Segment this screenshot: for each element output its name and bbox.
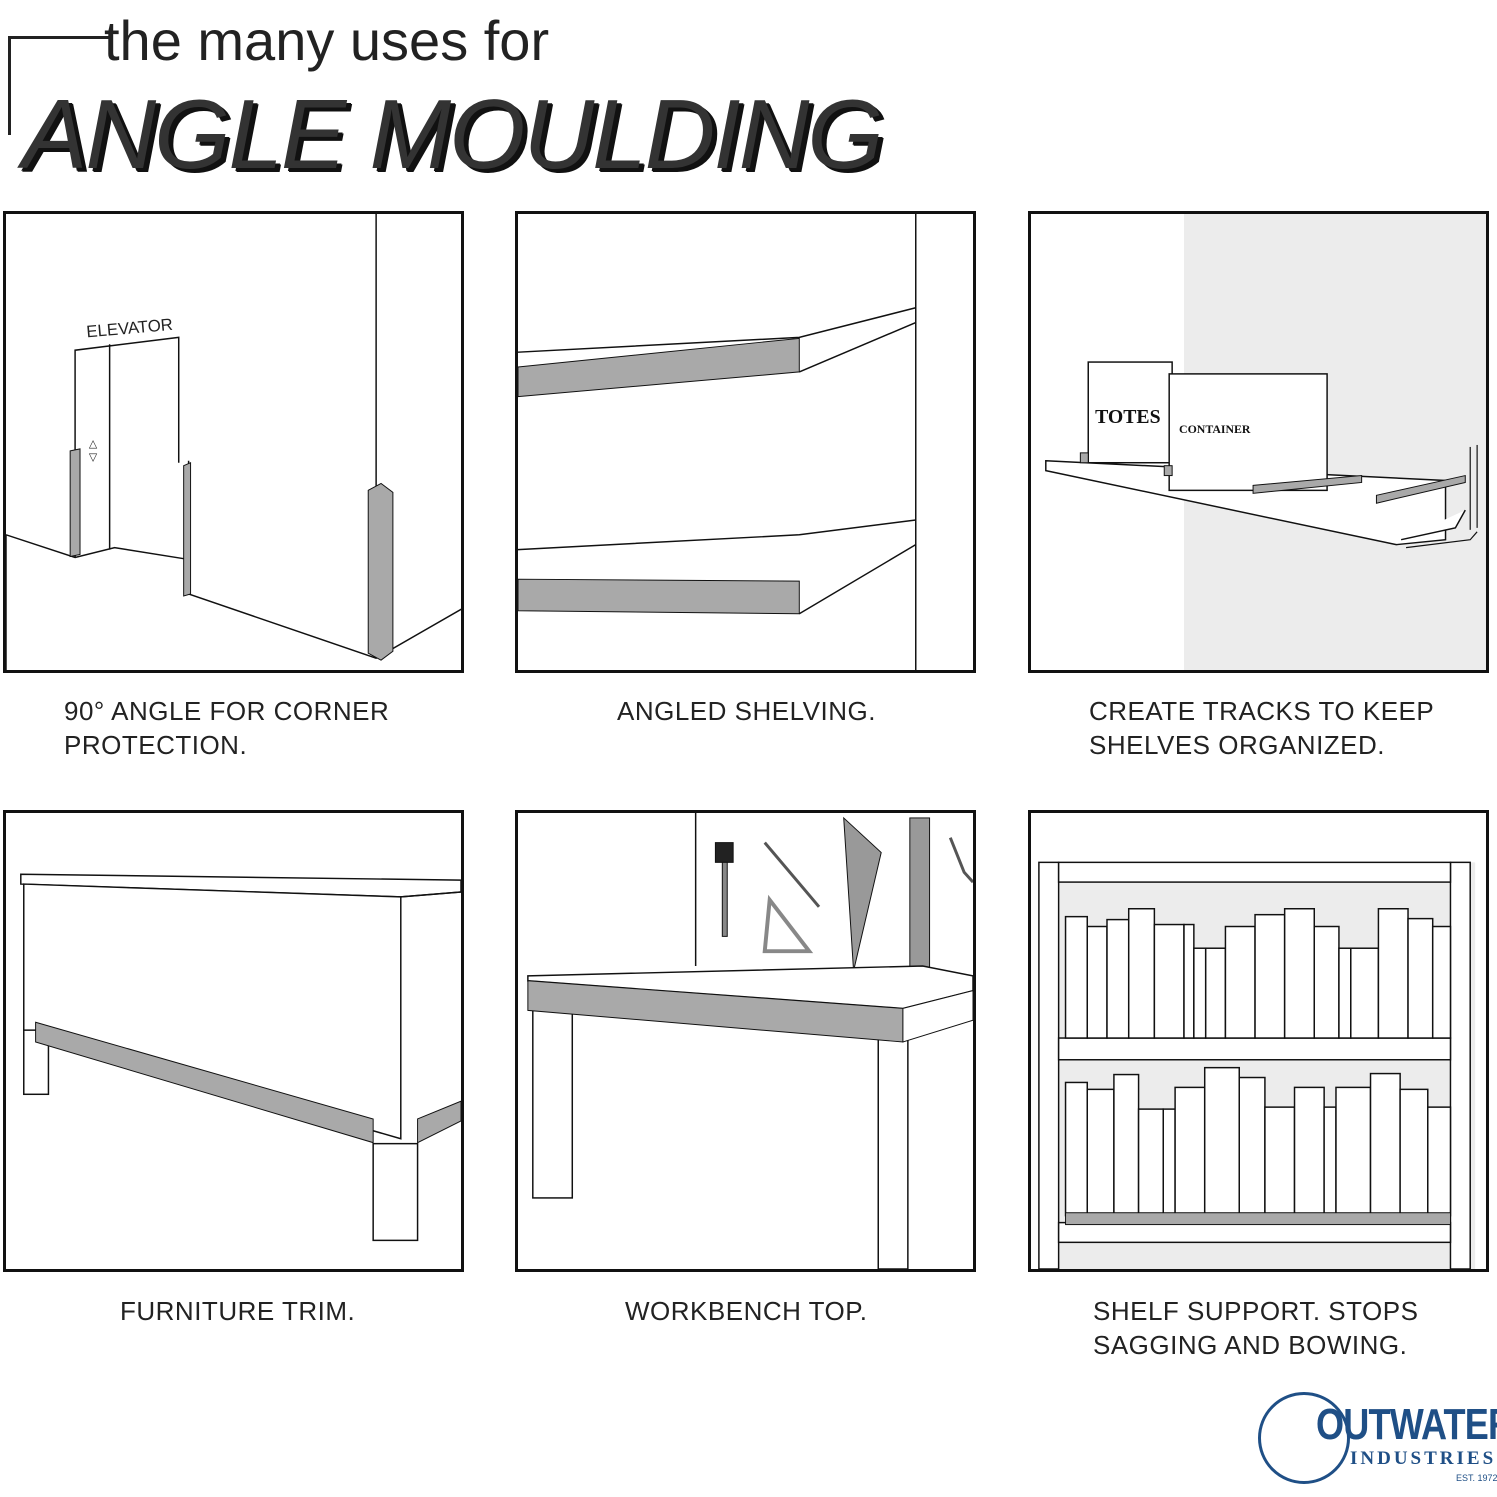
tool-level-icon	[909, 817, 931, 975]
panel-corner-protection: ELEVATOR △ ▽	[3, 211, 464, 673]
caption-shelf-support: SHELF SUPPORT. STOPS SAGGING AND BOWING.	[1093, 1296, 1419, 1360]
corner-protection-illustration: ELEVATOR △ ▽	[6, 214, 461, 670]
shelf-tracks-illustration: TOTES CONTAINER	[1045, 214, 1486, 670]
tool-saw-icon	[843, 816, 882, 972]
panel-angled-shelving	[515, 211, 976, 673]
panel-furniture-trim	[3, 810, 464, 1272]
tool-claw-hammer-icon	[763, 841, 821, 908]
panel-workbench	[515, 810, 976, 1272]
panel-shelf-tracks: TOTES CONTAINER	[1028, 211, 1489, 673]
furniture-trim-illustration	[20, 873, 461, 1242]
page-title: ANGLE MOULDING	[22, 79, 884, 189]
shelf-support-illustration	[1038, 861, 1476, 1269]
totes-label: TOTES	[1095, 406, 1160, 428]
svg-text:▽: ▽	[89, 452, 98, 464]
logo-name: OUTWATER	[1316, 1400, 1497, 1449]
caption-furniture-trim: FURNITURE TRIM.	[120, 1296, 356, 1326]
tool-triangle-icon	[762, 894, 814, 954]
tool-hammer-icon	[714, 842, 734, 937]
page-subtitle: the many uses for	[104, 9, 550, 72]
elevator-label: ELEVATOR	[86, 315, 174, 341]
title-bracket	[8, 36, 109, 135]
caption-shelf-tracks: CREATE TRACKS TO KEEP SHELVES ORGANIZED.	[1089, 696, 1434, 760]
logo-emblem-icon	[1258, 1392, 1350, 1484]
tool-pliers-icon	[948, 837, 973, 884]
panel-shelf-support	[1028, 810, 1489, 1272]
caption-workbench: WORKBENCH TOP.	[625, 1296, 868, 1326]
svg-text:△: △	[89, 438, 98, 450]
angled-shelving-illustration	[518, 214, 917, 670]
workbench-illustration	[527, 813, 973, 1269]
caption-angled-shelving: ANGLED SHELVING.	[617, 696, 876, 726]
logo-subtitle: INDUSTRIES	[1350, 1448, 1497, 1469]
outwater-logo: OUTWATER INDUSTRIES EST. 1972	[1258, 1390, 1497, 1490]
container-label: CONTAINER	[1179, 422, 1251, 436]
logo-est: EST. 1972	[1456, 1473, 1497, 1483]
caption-corner-protection: 90° ANGLE FOR CORNER PROTECTION.	[64, 696, 390, 760]
